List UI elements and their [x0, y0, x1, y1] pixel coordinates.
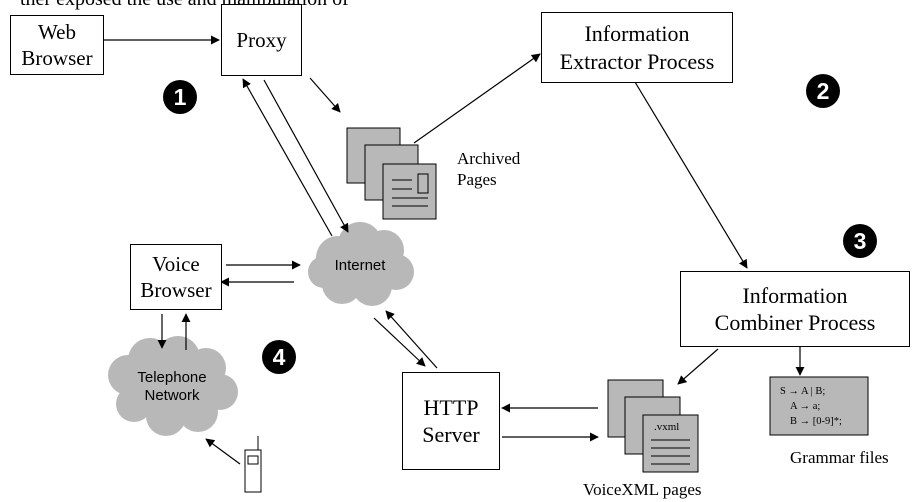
web-browser-node: Web Browser [10, 15, 104, 75]
web-browser-line2: Browser [21, 46, 93, 70]
http-server-line1: HTTP [423, 394, 479, 420]
http-server-line2: Server [422, 422, 480, 447]
archived-pages-icon [346, 127, 437, 220]
grammar-line-1: S → A | B; [780, 386, 826, 397]
voice-browser-node: Voice Browser [130, 244, 222, 310]
voicexml-pages-label: VoiceXML pages [583, 480, 702, 499]
arrow-pages-to-extractor [413, 53, 541, 144]
step-badge-1: 1 [163, 80, 197, 114]
arrow-internet-to-http [373, 317, 426, 367]
arrow-extractor-to-combiner [634, 81, 748, 269]
step-badge-4: 4 [262, 340, 296, 374]
proxy-node: Proxy [221, 4, 302, 76]
combiner-line1: Information [742, 282, 848, 308]
voice-browser-line2: Browser [140, 278, 212, 302]
information-extractor-node: Information Extractor Process [541, 12, 733, 83]
information-combiner-node: Information Combiner Process [680, 271, 910, 347]
telephone-network-label: Telephone Network [126, 369, 218, 405]
telephone-line1: Telephone [137, 369, 207, 386]
step-badge-2: 2 [806, 74, 840, 108]
arrow-http-to-internet [385, 310, 438, 369]
extractor-line2: Extractor Process [559, 48, 715, 74]
mobile-phone-icon [244, 436, 262, 493]
step-badge-3: 3 [843, 224, 877, 258]
arrow-proxy-to-pages [309, 77, 341, 113]
combiner-line2: Combiner Process [714, 310, 876, 335]
grammar-line-2: A → a; [790, 401, 821, 412]
archived-line1: Archived [457, 149, 521, 168]
caption-fragment: ther exposed the use and manipulation of [20, 0, 349, 11]
archived-line2: Pages [457, 170, 497, 190]
internet-label: Internet [334, 257, 386, 274]
grammar-files-label: Grammar files [790, 448, 889, 467]
internet-cloud [308, 222, 414, 306]
http-server-node: HTTP Server [402, 372, 500, 470]
vxml-tag: .vxml [654, 421, 680, 433]
arrow-internet-to-proxy [242, 78, 333, 237]
telephone-network-cloud [108, 336, 238, 436]
arrow-combiner-to-voicexml [677, 348, 719, 385]
voice-browser-line1: Voice [152, 251, 200, 276]
archived-pages-label: Archived Pages [457, 148, 520, 191]
proxy-label: Proxy [236, 27, 287, 52]
extractor-line1: Information [584, 21, 690, 46]
arrow-phone-to-telephone [205, 438, 241, 465]
web-browser-line1: Web [38, 19, 76, 44]
arrow-proxy-to-internet [263, 79, 349, 233]
telephone-line2: Network [144, 387, 200, 404]
voicexml-pages-icon [607, 379, 699, 473]
grammar-line-3: B → [0-9]*; [790, 416, 842, 427]
grammar-file-icon [769, 376, 869, 436]
